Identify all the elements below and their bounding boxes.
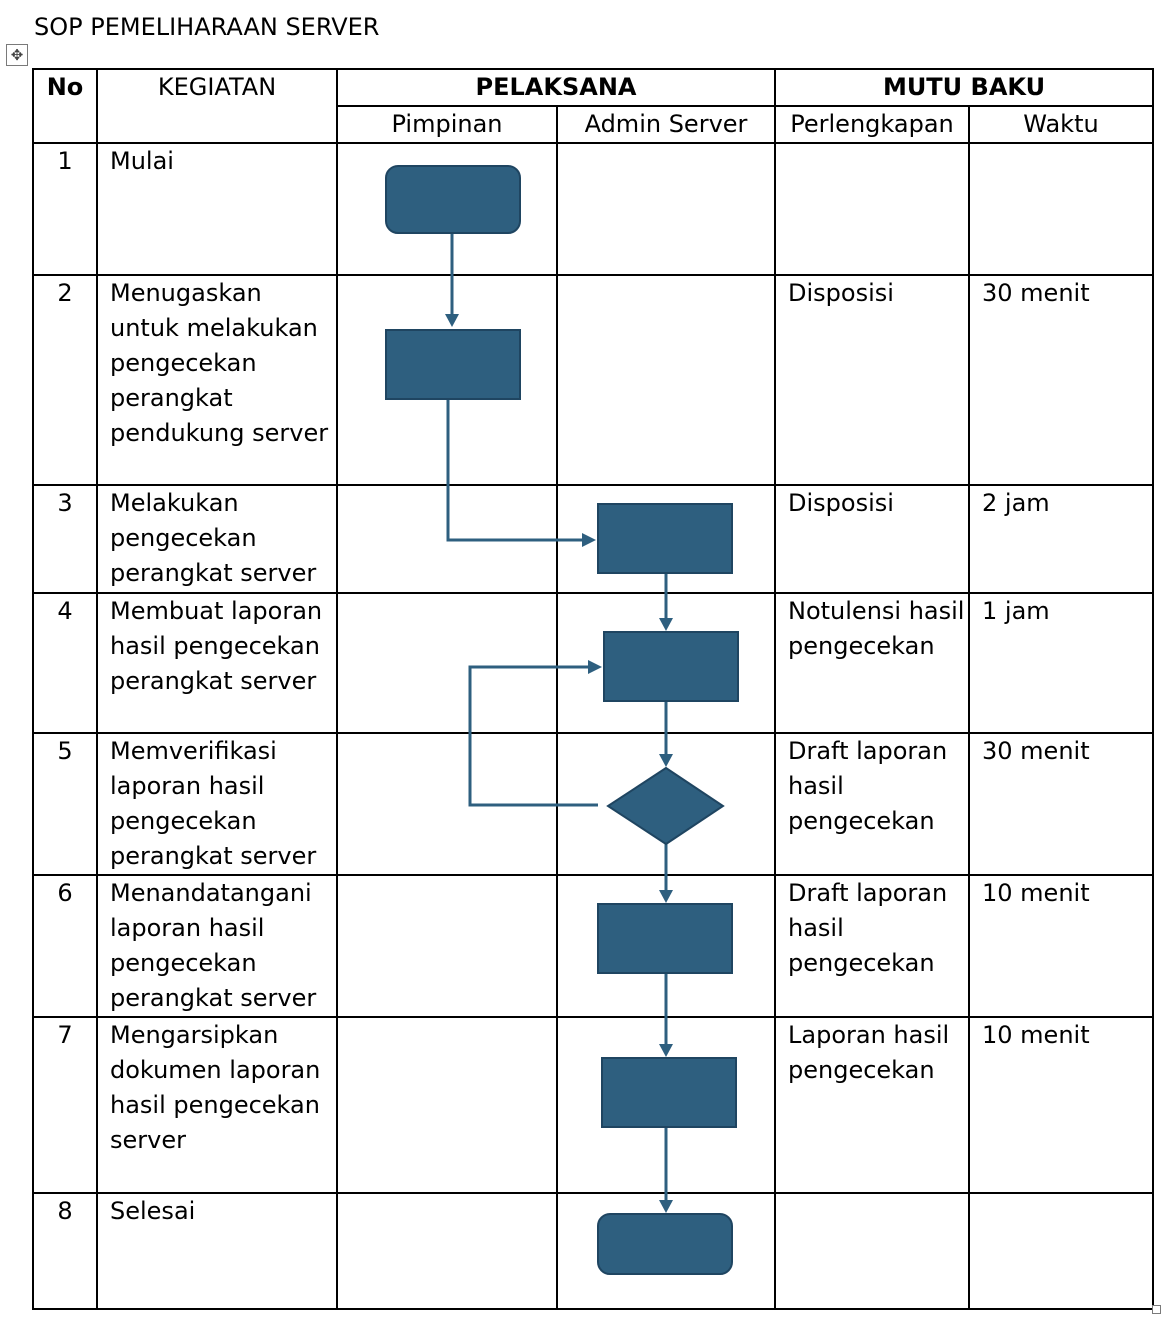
row-number: 1: [32, 142, 98, 276]
row-pimpinan-cell: [336, 592, 558, 734]
table-row: 1 Mulai: [32, 142, 1154, 276]
row-kegiatan: Menandatangani laporan hasil pengecekan …: [96, 874, 338, 1018]
row-number: 8: [32, 1192, 98, 1310]
row-kegiatan: Memverifikasi laporan hasil pengecekan p…: [96, 732, 338, 876]
row-admin-cell: [556, 484, 776, 594]
row-waktu: 10 menit: [968, 1016, 1154, 1194]
row-number: 4: [32, 592, 98, 734]
row-waktu: [968, 1192, 1154, 1310]
header-mutu-baku: MUTU BAKU: [774, 68, 1154, 107]
table-row: 7 Mengarsipkan dokumen laporan hasil pen…: [32, 1016, 1154, 1194]
row-pimpinan-cell: [336, 874, 558, 1018]
row-perlengkapan: Disposisi: [774, 484, 970, 594]
row-perlengkapan: Draft laporan hasil pengecekan: [774, 732, 970, 876]
row-admin-cell: [556, 142, 776, 276]
row-admin-cell: [556, 1192, 776, 1310]
table-row: 6 Menandatangani laporan hasil pengeceka…: [32, 874, 1154, 1018]
row-waktu: 2 jam: [968, 484, 1154, 594]
row-perlengkapan: [774, 1192, 970, 1310]
row-pimpinan-cell: [336, 274, 558, 486]
resize-handle-icon[interactable]: [1152, 1305, 1161, 1314]
row-pimpinan-cell: [336, 1016, 558, 1194]
table-row: 4 Membuat laporan hasil pengecekan peran…: [32, 592, 1154, 734]
row-perlengkapan: Notulensi hasil pengecekan: [774, 592, 970, 734]
row-waktu: 1 jam: [968, 592, 1154, 734]
row-admin-cell: [556, 1016, 776, 1194]
table-row: 8 Selesai: [32, 1192, 1154, 1310]
row-waktu: 30 menit: [968, 732, 1154, 876]
row-waktu: 10 menit: [968, 874, 1154, 1018]
header-pelaksana: PELAKSANA: [336, 68, 776, 107]
row-pimpinan-cell: [336, 1192, 558, 1310]
header-pimpinan: Pimpinan: [336, 105, 558, 144]
row-number: 5: [32, 732, 98, 876]
row-kegiatan: Selesai: [96, 1192, 338, 1310]
row-pimpinan-cell: [336, 484, 558, 594]
sop-table: No KEGIATAN PELAKSANA MUTU BAKU Pimpinan…: [32, 68, 1154, 1310]
row-pimpinan-cell: [336, 732, 558, 876]
row-number: 6: [32, 874, 98, 1018]
header-admin-server: Admin Server: [556, 105, 776, 144]
header-row-2: Pimpinan Admin Server Perlengkapan Waktu: [33, 105, 1154, 144]
row-kegiatan: Melakukan pengecekan perangkat server: [96, 484, 338, 594]
row-perlengkapan: Draft laporan hasil pengecekan: [774, 874, 970, 1018]
header-waktu: Waktu: [968, 105, 1154, 144]
row-perlengkapan: Laporan hasil pengecekan: [774, 1016, 970, 1194]
row-admin-cell: [556, 874, 776, 1018]
row-admin-cell: [556, 274, 776, 486]
header-no: No: [32, 68, 98, 144]
document-title: SOP PEMELIHARAAN SERVER: [34, 13, 380, 41]
row-kegiatan: Membuat laporan hasil pengecekan perangk…: [96, 592, 338, 734]
row-waktu: 30 menit: [968, 274, 1154, 486]
row-perlengkapan: [774, 142, 970, 276]
row-number: 3: [32, 484, 98, 594]
row-admin-cell: [556, 592, 776, 734]
move-icon[interactable]: ✥: [6, 44, 28, 66]
row-kegiatan: Mulai: [96, 142, 338, 276]
header-kegiatan: KEGIATAN: [96, 68, 338, 144]
row-waktu: [968, 142, 1154, 276]
row-number: 7: [32, 1016, 98, 1194]
row-number: 2: [32, 274, 98, 486]
header-perlengkapan: Perlengkapan: [774, 105, 970, 144]
table-row: 3 Melakukan pengecekan perangkat server …: [32, 484, 1154, 594]
table-row: 2 Menugaskan untuk melakukan pengecekan …: [32, 274, 1154, 486]
row-kegiatan: Menugaskan untuk melakukan pengecekan pe…: [96, 274, 338, 486]
row-admin-cell: [556, 732, 776, 876]
row-pimpinan-cell: [336, 142, 558, 276]
table-row: 5 Memverifikasi laporan hasil pengecekan…: [32, 732, 1154, 876]
row-kegiatan: Mengarsipkan dokumen laporan hasil penge…: [96, 1016, 338, 1194]
row-perlengkapan: Disposisi: [774, 274, 970, 486]
header-row-1: No KEGIATAN PELAKSANA MUTU BAKU: [32, 68, 1154, 144]
